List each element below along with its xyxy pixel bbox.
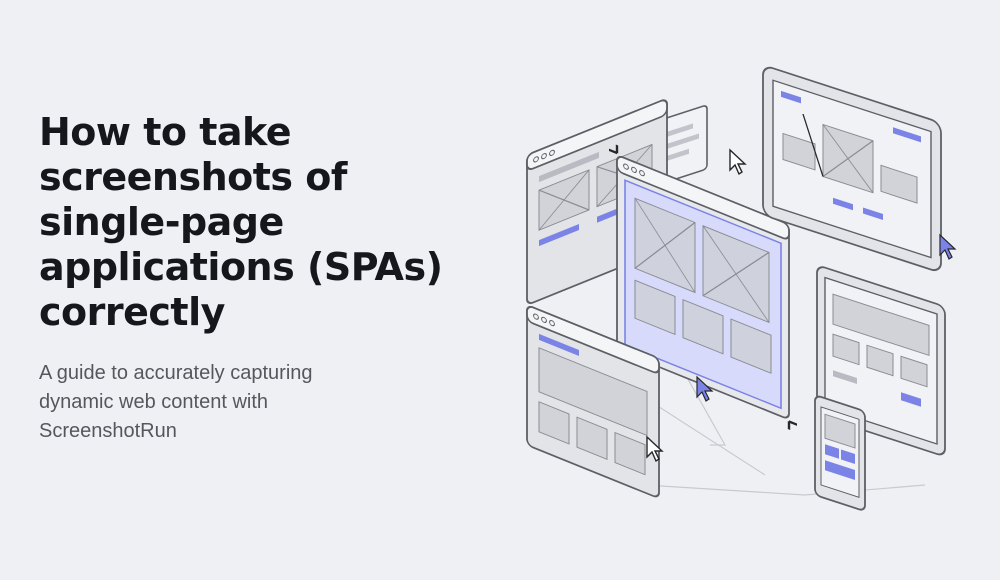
cursor-icon <box>696 375 714 402</box>
desktop-monitor-illustration <box>816 266 946 456</box>
monitor-illustration <box>762 66 942 272</box>
page-title: How to take screenshots of single-page a… <box>39 110 489 335</box>
title-line: correctly <box>39 290 225 334</box>
title-line: How to take <box>39 110 292 154</box>
browser-window-illustration <box>526 99 668 305</box>
selected-window-illustration <box>609 144 797 430</box>
subtitle-line: dynamic web content with <box>39 391 269 413</box>
page-subtitle: A guide to accurately capturing dynamic … <box>39 359 489 446</box>
subtitle-line: ScreenshotRun <box>39 420 177 442</box>
title-line: applications (SPAs) <box>39 245 443 289</box>
cursor-icon <box>939 233 957 260</box>
title-line: screenshots of <box>39 155 347 199</box>
phone-illustration <box>814 395 866 511</box>
hero-text-block: How to take screenshots of single-page a… <box>39 110 489 446</box>
isometric-devices-illustration <box>526 66 957 511</box>
browser-window-illustration <box>526 305 660 498</box>
cursor-icon <box>729 148 747 176</box>
title-line: single-page <box>39 200 284 244</box>
cursor-icon <box>646 435 664 463</box>
subtitle-line: A guide to accurately capturing <box>39 362 313 384</box>
